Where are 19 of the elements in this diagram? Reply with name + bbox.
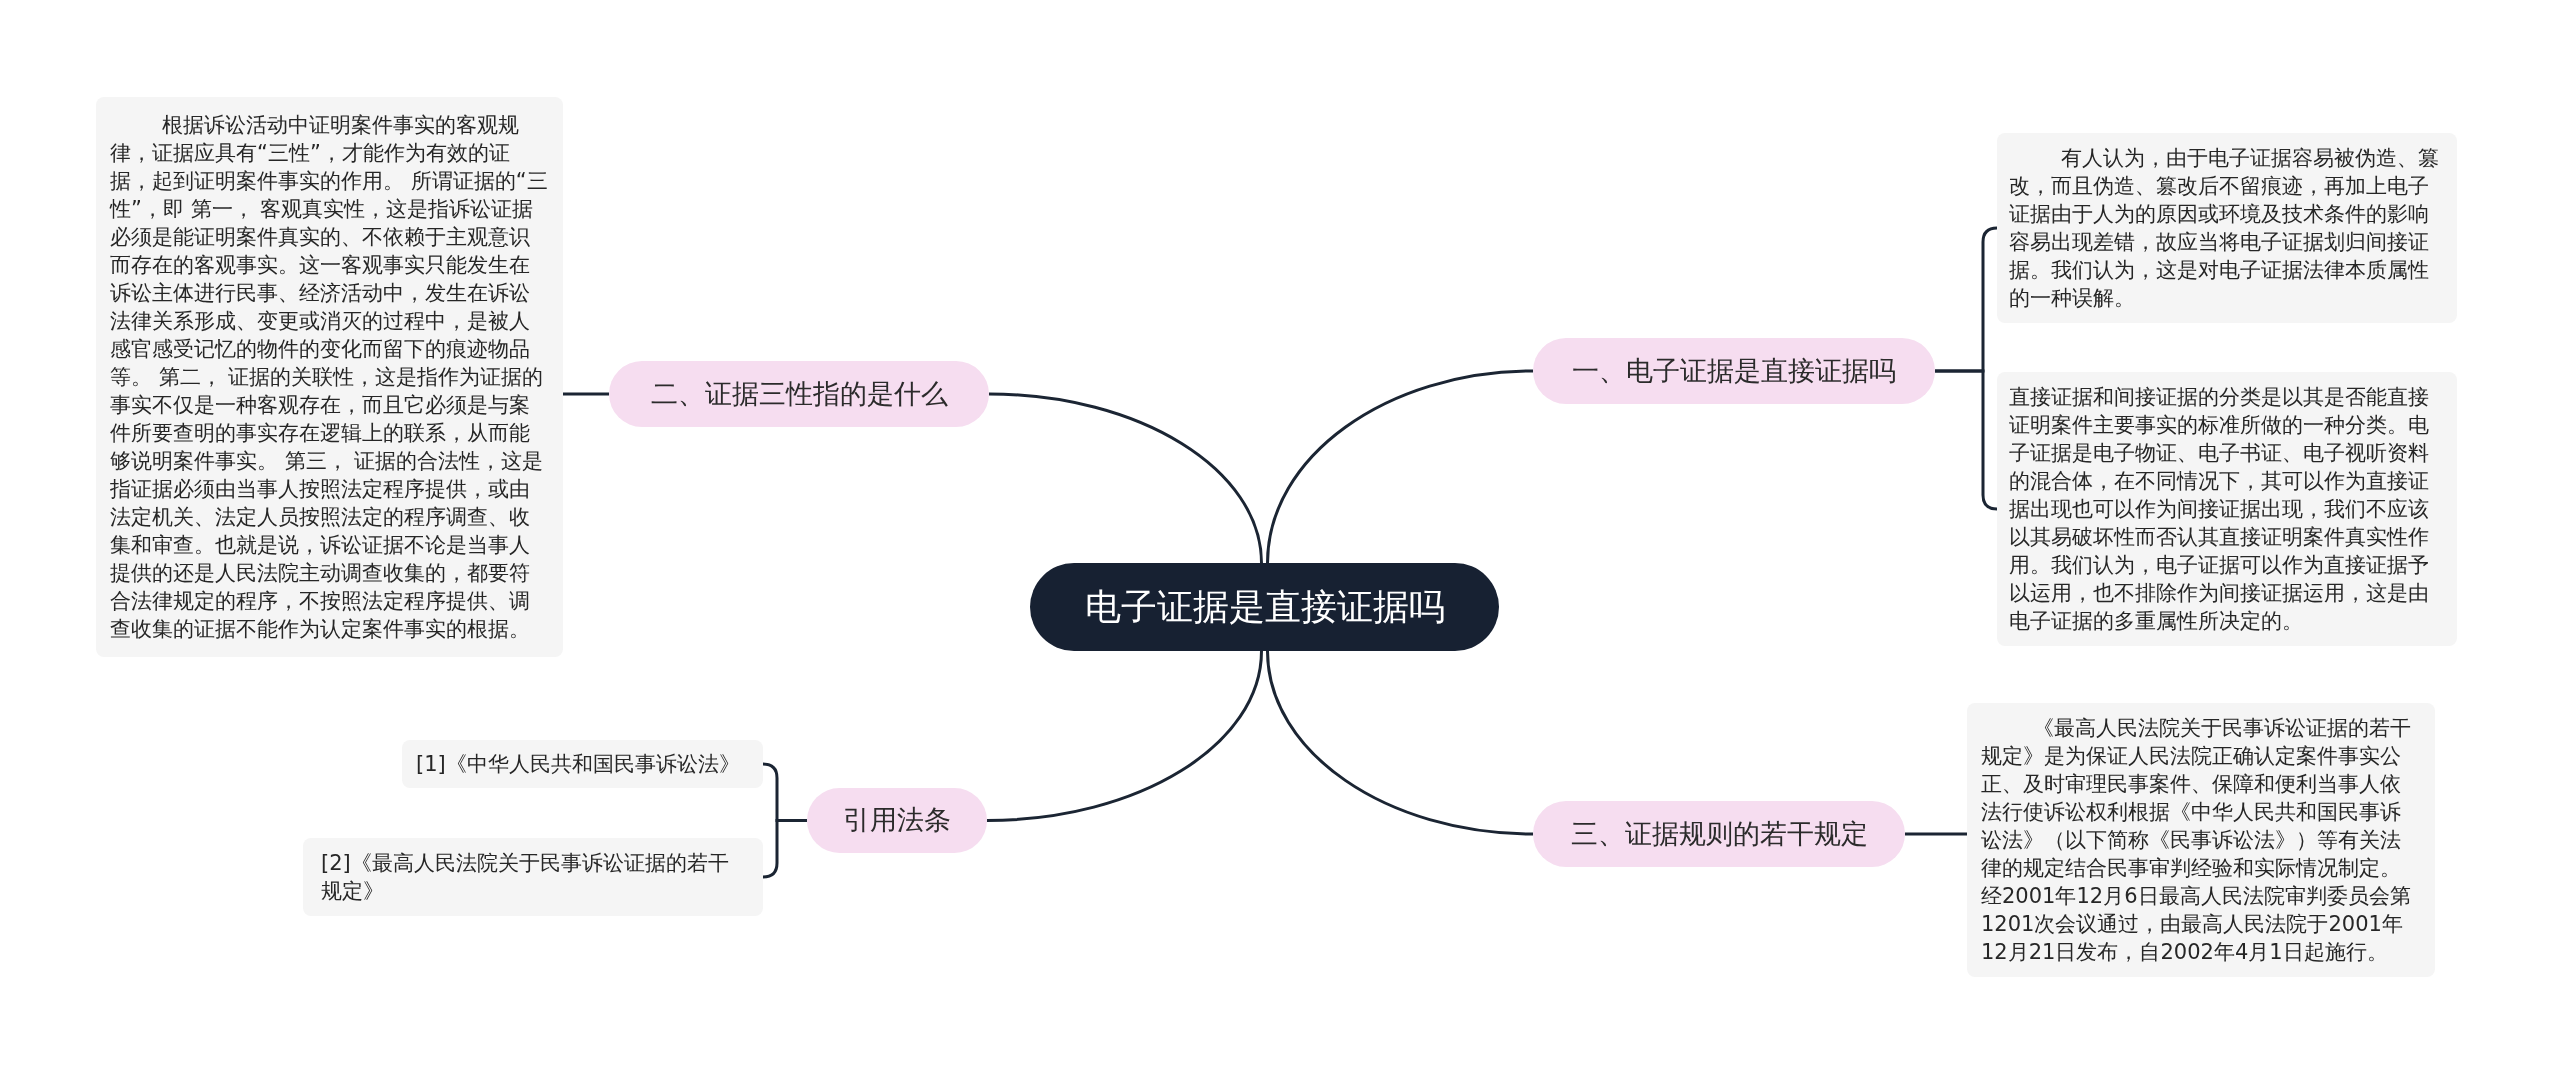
connector-line [762, 819, 807, 879]
branch-topic: 一、电子证据是直接证据吗 [1533, 338, 1935, 404]
central-topic: 电子证据是直接证据吗 [1030, 563, 1499, 651]
text-card: 根据诉讼活动中证明案件事实的客观规律，证据应具有“三性”，才能作为有效的证据，起到证明案件事实的作用。 所谓证据的“三性”，即 第一， 客观真实性，这是指诉讼证据必须是能证明案件真实的、不依赖于主观意识而存在的客观事实。这一客观事实只能发生在诉讼主体进行民事、经济活动中，发生在诉讼法律关系形成、变更或消灭的过程中，是被人感官感受记忆的物件的变化而留下的痕迹物品等。 第二， 证据的关联性，这是指作为证据的事实不仅是一种客观存在，而且它必须是与案件所要查明的事实存在逻辑上的联系，从而能够说明案件事实。 第三， 证据的合法性，这是指证据必须由当事人按照法定程序提供，或由法定机关、法定人员按照法定的程序调查、收集和审查。也就是说，诉讼证据不论是当事人提供的还是人民法院主动调查收集的，都要符合法律规定的程序，不按照法定程序提供、调查收集的证据不能作为认定案件事实的根据。 [96, 97, 563, 657]
text-card: [1]《中华人民共和国民事诉讼法》 [402, 740, 763, 788]
text-card: [2]《最高人民法院关于民事诉讼证据的若干规定》 [303, 838, 763, 916]
branch-topic: 二、证据三性指的是什么 [609, 361, 989, 427]
connector-line [1905, 832, 1967, 836]
text-card: 直接证据和间接证据的分类是以其是否能直接证明案件主要事实的标准所做的一种分类。电子证据是电子物证、电子书证、电子视听资料的混合体，在不同情况下，其可以作为直接证据出现也可以作为间接证据出现，我们不应该以其易破坏性而否认其直接证明案件真实性作用。我们认为，电子证据可以作为直接证据予以运用，也不排除作为间接证据运用，这是由电子证据的多重属性所决定的。 [1997, 372, 2457, 646]
connector-line [1935, 369, 1998, 511]
branch-topic: 引用法条 [807, 788, 987, 853]
connector-line [1266, 369, 1534, 564]
connector-line [563, 392, 609, 396]
connector-line [988, 392, 1263, 564]
text-card: 有人认为，由于电子证据容易被伪造、篡改，而且伪造、篡改后不留痕迹，再加上电子证据由于人为的原因或环境及技术条件的影响容易出现差错，故应当将电子证据划归间接证据。我们认为，这是对电子证据法律本质属性的一种误解。 [1997, 133, 2457, 323]
connector-line [986, 650, 1263, 822]
connector-line [1266, 650, 1534, 836]
branch-topic: 三、证据规则的若干规定 [1533, 801, 1905, 867]
text-card: 《最高人民法院关于民事诉讼证据的若干规定》是为保证人民法院正确认定案件事实公正、及时审理民事案件、保障和便利当事人依法行使诉讼权利根据《中华人民共和国民事诉讼法》（以下简称《民事诉讼法》）等有关法律的规定结合民事审判经验和实际情况制定。经2001年12月6日最高人民法院审判委员会第1201次会议通过，由最高人民法院于2001年12月21日发布，自2002年4月1日起施行。 [1967, 703, 2435, 977]
